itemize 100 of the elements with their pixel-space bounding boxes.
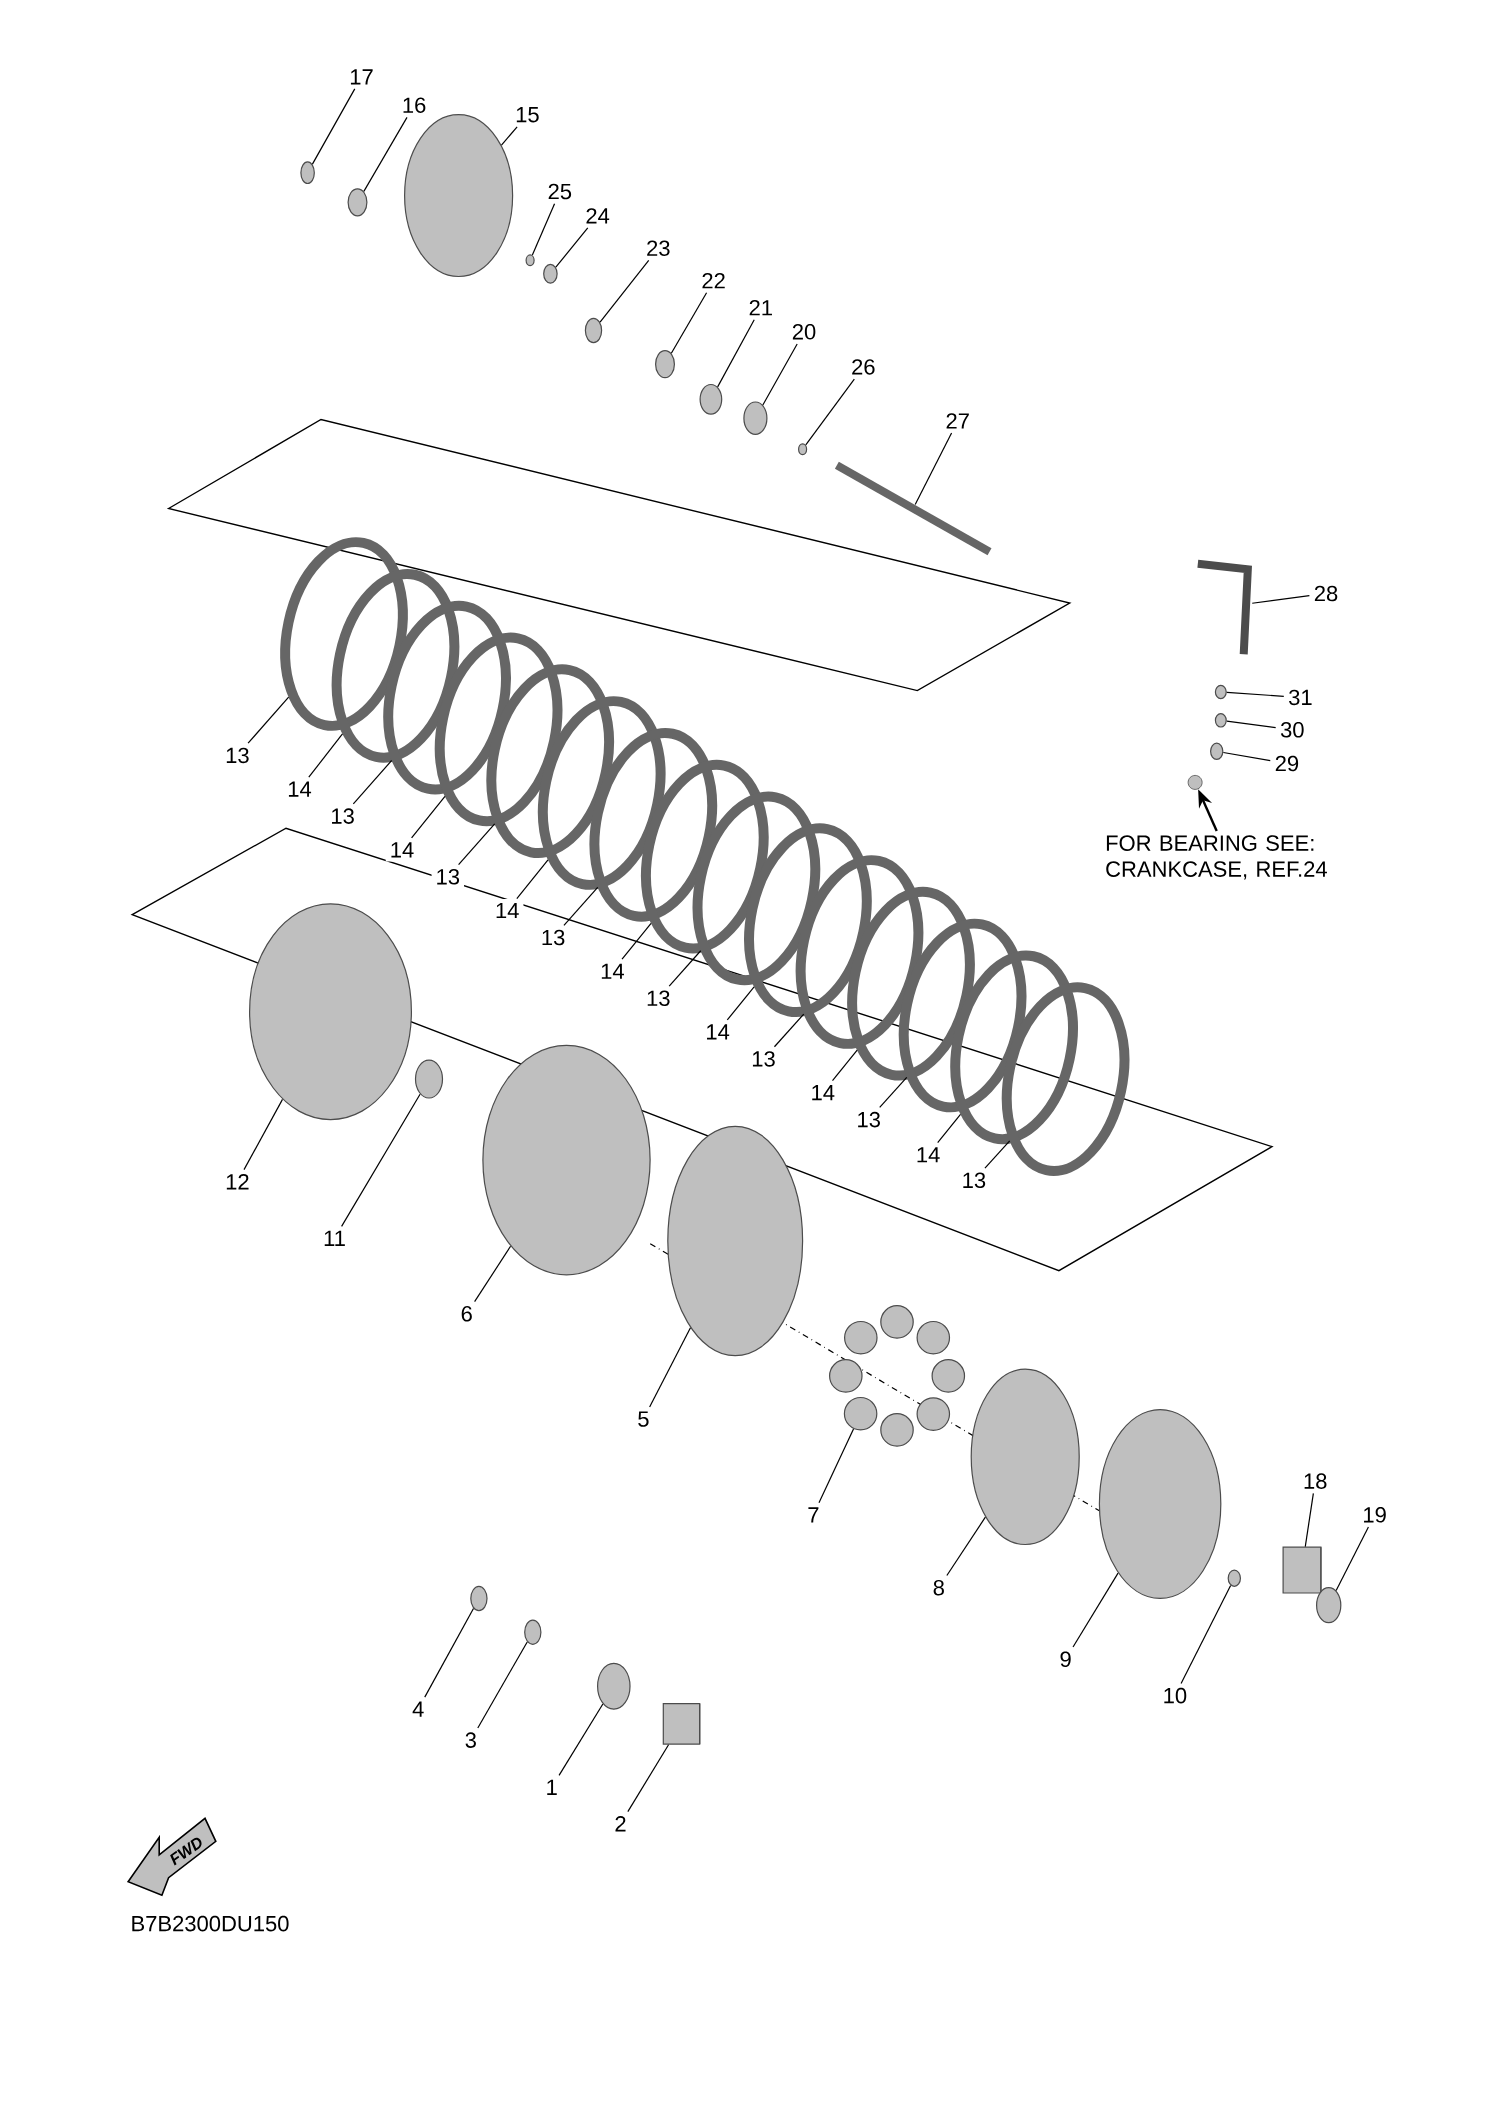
callout-number: 30 bbox=[1276, 718, 1309, 742]
callout-number: 14 bbox=[911, 1143, 945, 1167]
leader-line bbox=[649, 1327, 692, 1408]
leader-line bbox=[879, 1076, 908, 1109]
callout-number: 7 bbox=[803, 1503, 824, 1527]
leader-line bbox=[627, 1744, 670, 1813]
part-drawing bbox=[482, 1044, 651, 1276]
part-drawing bbox=[1210, 742, 1224, 760]
callout-number: 14 bbox=[490, 898, 524, 923]
callout-number: 13 bbox=[221, 743, 254, 768]
part-drawing bbox=[1316, 1587, 1342, 1624]
clutch-plate bbox=[950, 950, 1078, 1145]
callout-number: 13 bbox=[747, 1047, 780, 1071]
part-drawing bbox=[543, 263, 558, 284]
callout-number: 13 bbox=[957, 1168, 991, 1193]
callout-number: 21 bbox=[744, 295, 778, 320]
callout-number: 29 bbox=[1270, 751, 1304, 776]
callout-number: 13 bbox=[852, 1107, 885, 1132]
leader-line bbox=[1226, 720, 1277, 729]
clutch-plate bbox=[331, 568, 460, 763]
callout-number: 31 bbox=[1284, 685, 1317, 710]
callout-number: 27 bbox=[941, 409, 974, 433]
part-drawing bbox=[414, 1059, 444, 1099]
part-drawing bbox=[1282, 1546, 1322, 1594]
callout-number: 12 bbox=[221, 1170, 254, 1194]
leader-line bbox=[773, 1013, 805, 1048]
part-drawing bbox=[1214, 713, 1227, 728]
callout-number: 19 bbox=[1358, 1503, 1391, 1527]
leader-line bbox=[424, 1607, 475, 1698]
callout-number: 18 bbox=[1298, 1469, 1332, 1493]
part-drawing bbox=[743, 401, 768, 435]
leader-line bbox=[984, 1140, 1011, 1169]
leader-line bbox=[1222, 751, 1271, 762]
callout-number: 4 bbox=[408, 1697, 429, 1721]
callout-number: 14 bbox=[283, 777, 316, 801]
part-drawing bbox=[525, 254, 535, 267]
callout-number: 13 bbox=[642, 986, 675, 1010]
callout-number: 13 bbox=[536, 925, 570, 950]
callout-number: 1 bbox=[541, 1775, 562, 1799]
clutch-plate bbox=[434, 632, 563, 827]
clutch-plate bbox=[744, 823, 872, 1018]
leader-line bbox=[247, 696, 290, 744]
bearing-part bbox=[1187, 775, 1203, 790]
drawing-code: B7B2300DU150 bbox=[132, 1915, 289, 1932]
clutch-plate bbox=[692, 791, 821, 986]
clutch-plate bbox=[486, 664, 614, 859]
clutch-plate bbox=[847, 886, 975, 1081]
part-drawing bbox=[347, 188, 368, 217]
clutch-plate bbox=[589, 728, 717, 922]
part-drawing bbox=[667, 1125, 804, 1357]
part-drawing bbox=[300, 161, 315, 185]
part-drawing bbox=[662, 1703, 701, 1745]
leader-line bbox=[621, 922, 652, 960]
clutch-plate bbox=[898, 918, 1027, 1113]
leader-line bbox=[531, 203, 556, 256]
leader-line bbox=[341, 1093, 421, 1227]
part-drawing bbox=[655, 350, 675, 379]
leader-line bbox=[474, 1245, 512, 1303]
callout-number: 14 bbox=[701, 1020, 734, 1044]
part-drawing bbox=[597, 1662, 631, 1710]
part-drawing bbox=[524, 1619, 542, 1645]
leader-line bbox=[411, 795, 446, 839]
leader-line bbox=[458, 823, 496, 866]
callout-number: 15 bbox=[511, 103, 544, 127]
leader-line bbox=[946, 1516, 986, 1577]
callout-number: 26 bbox=[847, 355, 880, 379]
leader-line bbox=[1180, 1584, 1232, 1685]
part-drawing bbox=[798, 443, 808, 456]
leader-line bbox=[1251, 595, 1310, 604]
callout-number: 6 bbox=[456, 1302, 477, 1326]
leader-line bbox=[1072, 1572, 1119, 1648]
leader-line bbox=[762, 343, 798, 406]
leader-line bbox=[726, 986, 755, 1021]
callout-number: 2 bbox=[610, 1812, 631, 1836]
callout-number: 14 bbox=[385, 838, 419, 862]
leader-line bbox=[599, 259, 650, 323]
clutch-plate bbox=[795, 855, 924, 1049]
clutch-plate bbox=[538, 696, 666, 890]
callout-number: 11 bbox=[319, 1226, 350, 1250]
callout-number: 5 bbox=[633, 1407, 654, 1431]
leader-line bbox=[668, 950, 702, 987]
part-drawing bbox=[1098, 1409, 1222, 1599]
leader-line bbox=[500, 126, 518, 146]
clutch-plate bbox=[383, 600, 511, 795]
leader-line bbox=[311, 88, 356, 165]
part-drawing bbox=[249, 903, 412, 1121]
leader-line bbox=[937, 1113, 962, 1144]
leader-line bbox=[717, 319, 755, 388]
part-drawing bbox=[1214, 684, 1227, 700]
leader-line bbox=[563, 886, 599, 926]
part-drawing bbox=[404, 114, 514, 278]
callout-number: 17 bbox=[345, 65, 378, 89]
callout-number: 28 bbox=[1309, 581, 1343, 606]
leader-line bbox=[818, 1428, 855, 1504]
callout-number: 8 bbox=[928, 1575, 949, 1600]
leader-line bbox=[1226, 691, 1285, 697]
leader-line bbox=[363, 116, 408, 192]
leader-line bbox=[308, 733, 344, 778]
callout-number: 10 bbox=[1158, 1683, 1192, 1708]
leader-line bbox=[805, 378, 855, 446]
